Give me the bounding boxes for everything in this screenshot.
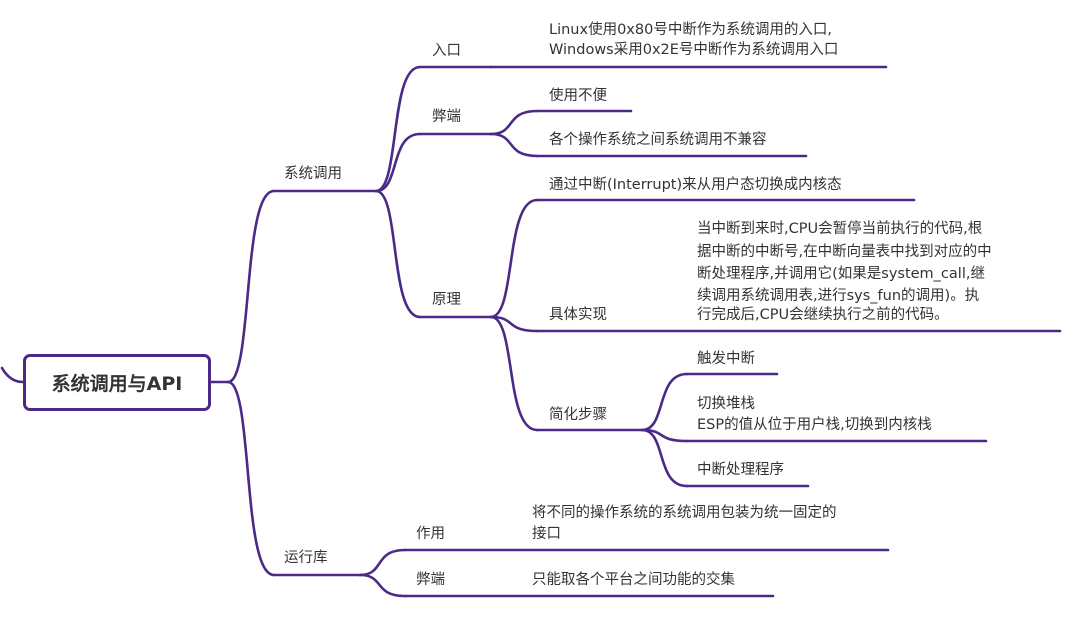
leaf-purpose-line1[interactable]: 将不同的操作系统的系统调用包装为统一固定的 <box>532 505 837 521</box>
edge-syscall-entry <box>374 65 422 193</box>
edge-principle-steps <box>489 315 539 432</box>
branch-system-call[interactable]: 系统调用 <box>284 166 342 182</box>
leaf-impl-line4[interactable]: 续调用系统调用表,进行sys_fun的调用)。执 <box>697 288 980 304</box>
leaf-intersection[interactable]: 只能取各个平台之间功能的交集 <box>532 572 735 588</box>
leaf-impl-line5[interactable]: 行完成后,CPU会继续执行之前的代码。 <box>697 307 949 323</box>
node-runtime-drawbacks[interactable]: 弊端 <box>416 572 445 588</box>
leaf-interrupt-switch[interactable]: 通过中断(Interrupt)来从用户态切换成内核态 <box>549 177 842 193</box>
root-tail <box>0 366 25 384</box>
edge-steps-1 <box>640 372 689 432</box>
edge-drawbacks-1 <box>489 109 539 136</box>
leaf-impl-line2[interactable]: 据中断的中断号,在中断向量表中找到对应的中 <box>697 244 992 260</box>
leaf-purpose-line2[interactable]: 接口 <box>532 526 561 542</box>
edge-drawbacks-2 <box>489 132 539 158</box>
leaf-trigger-interrupt[interactable]: 触发中断 <box>697 351 755 367</box>
leaf-incompatible[interactable]: 各个操作系统之间系统调用不兼容 <box>549 132 767 148</box>
edge-runtime-purpose <box>358 548 407 577</box>
leaf-impl-line1[interactable]: 当中断到来时,CPU会暂停当前执行的代码,根 <box>697 221 983 237</box>
node-purpose[interactable]: 作用 <box>416 526 445 542</box>
node-implementation[interactable]: 具体实现 <box>549 307 607 323</box>
edge-runtime-drawbacks <box>358 573 407 598</box>
leaf-entry-text-line2[interactable]: Windows采用0x2E号中断作为系统调用入口 <box>549 42 839 58</box>
edge-syscall-drawbacks <box>374 132 422 193</box>
leaf-impl-line3[interactable]: 断处理程序,并调用它(如果是system_call,继 <box>697 266 985 282</box>
node-drawbacks[interactable]: 弊端 <box>432 109 461 125</box>
edge-principle-impl <box>489 315 539 333</box>
leaf-inconvenient[interactable]: 使用不便 <box>549 88 607 104</box>
node-simplified-steps[interactable]: 简化步骤 <box>549 407 607 423</box>
edge-steps-3 <box>640 428 689 488</box>
node-entry[interactable]: 入口 <box>432 43 461 59</box>
edge-root-syscall <box>226 189 276 384</box>
edge-syscall-principle <box>374 189 422 319</box>
leaf-switch-stack[interactable]: 切换堆栈 <box>697 396 755 412</box>
node-principle[interactable]: 原理 <box>432 292 461 308</box>
root-node[interactable]: 系统调用与API <box>23 354 211 411</box>
branch-runtime-library[interactable]: 运行库 <box>284 550 328 566</box>
leaf-switch-stack-detail[interactable]: ESP的值从位于用户栈,切换到内核栈 <box>697 417 932 433</box>
edge-principle-interrupt <box>489 198 539 319</box>
edge-root-runtime <box>226 380 276 577</box>
leaf-entry-text-line1[interactable]: Linux使用0x80号中断作为系统调用的入口, <box>549 22 832 38</box>
leaf-interrupt-handler[interactable]: 中断处理程序 <box>697 462 784 478</box>
